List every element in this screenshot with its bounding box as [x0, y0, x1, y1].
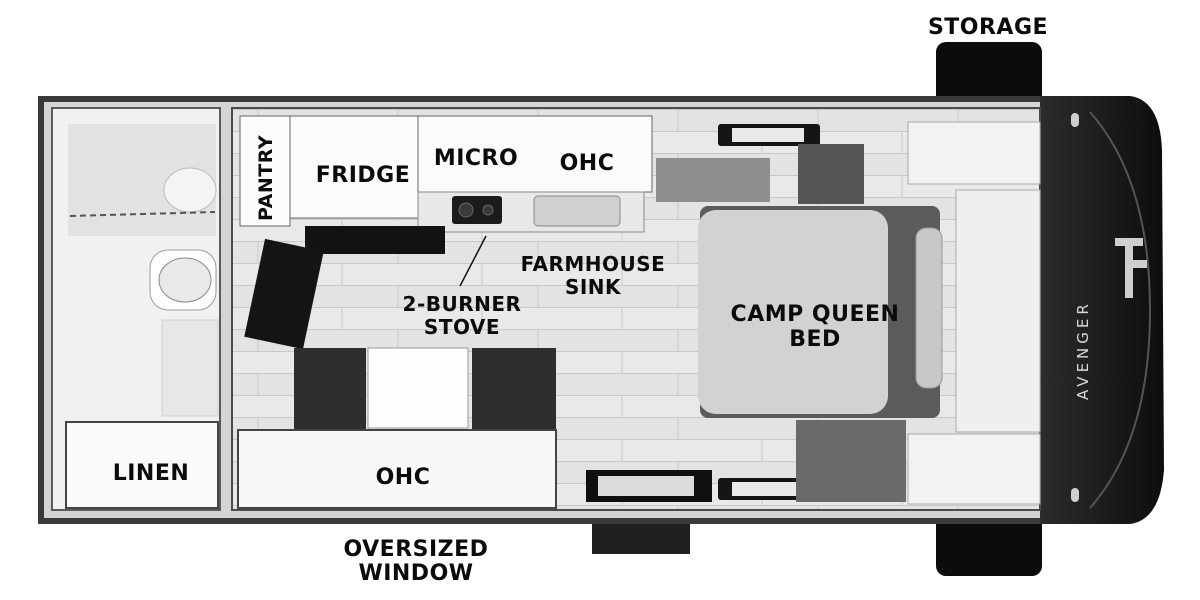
label-window: WINDOW [358, 561, 473, 586]
label-pantry: PANTRY [255, 135, 277, 221]
nose-rivet-bottom [1071, 488, 1079, 502]
shower-pan [163, 167, 217, 213]
front-cabinet-bottom [907, 433, 1041, 505]
burner-left-icon [458, 202, 474, 218]
label-linen: LINEN [113, 461, 190, 486]
label-camp-queen: CAMP QUEEN [731, 302, 900, 327]
label-sink: SINK [565, 275, 622, 299]
linen-cabinet [65, 421, 219, 509]
front-cabinet-top [907, 121, 1041, 185]
dinette-seat-left [294, 348, 366, 430]
fridge-unit [289, 115, 419, 219]
brand-logo-icon [1115, 238, 1147, 298]
entry-step [592, 524, 690, 554]
storage-box-bottom [936, 512, 1042, 576]
label-storage: STORAGE [928, 15, 1048, 40]
label-stove: STOVE [424, 315, 500, 339]
pantry-cabinet [239, 115, 291, 227]
lower-ohc-cabinet [237, 429, 557, 509]
label-ohc-top: OHC [560, 151, 615, 176]
pillow [915, 227, 943, 389]
roof-vent-top-inner [732, 128, 804, 142]
roof-vent-bottom-inner [732, 482, 802, 496]
burner-right-icon [482, 204, 494, 216]
dinette-table-left [244, 238, 324, 350]
dinette-seat-right [472, 348, 556, 430]
wall-cabinet-left [656, 158, 770, 202]
range-hood [305, 226, 445, 254]
front-nose-cap [1040, 96, 1164, 524]
dinette-table [367, 347, 469, 429]
brand-wordmark: AVENGER [1074, 300, 1092, 400]
front-cabinet-mid [955, 189, 1041, 433]
wall-cabinet-right [798, 144, 864, 204]
storage-cabinet-bottom [796, 420, 906, 502]
stove-leader-line [459, 235, 487, 287]
label-micro: MICRO [434, 146, 518, 171]
label-bed: BED [789, 327, 841, 352]
storage-box-top [936, 42, 1042, 108]
label-farmhouse: FARMHOUSE [521, 252, 666, 276]
toilet-bowl [158, 257, 212, 303]
sink-basin [533, 195, 621, 227]
label-fridge: FRIDGE [316, 163, 411, 188]
label-2-burner: 2-BURNER [403, 292, 522, 316]
nose-rivet-top [1071, 113, 1079, 127]
camp-queen-mattress [698, 210, 888, 414]
micro-ohc-cabinet [417, 115, 653, 193]
nose-accent-stripe [1089, 111, 1152, 509]
bathroom-floor [161, 319, 219, 417]
label-oversized: OVERSIZED [344, 537, 489, 562]
label-ohc-bottom: OHC [376, 465, 431, 490]
shower-curtain-rod [69, 211, 216, 217]
entry-door-inner [598, 476, 694, 496]
